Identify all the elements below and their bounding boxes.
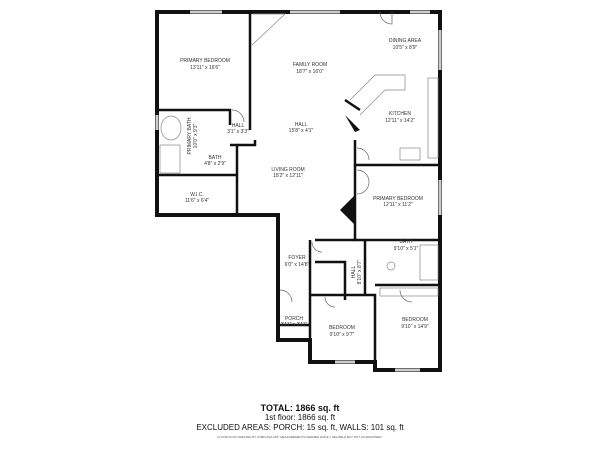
svg-text:BATH: BATH — [209, 155, 222, 161]
windows — [155, 10, 442, 372]
svg-text:11'6" x 6'4": 11'6" x 6'4" — [185, 198, 209, 204]
svg-text:FOYER: FOYER — [288, 255, 306, 261]
svg-text:10'0" x 9'3": 10'0" x 9'3" — [193, 123, 199, 148]
svg-text:12'11" x 14'2": 12'11" x 14'2" — [385, 118, 415, 124]
svg-text:3'11" x 3'11": 3'11" x 3'11" — [281, 322, 308, 328]
svg-text:9'10" x 9'7": 9'10" x 9'7" — [330, 332, 355, 338]
floor-area: 1st floor: 1866 sq. ft — [264, 413, 336, 422]
svg-text:18'2" x 12'11": 18'2" x 12'11" — [273, 173, 303, 179]
svg-text:FAMILY ROOM: FAMILY ROOM — [293, 62, 327, 68]
svg-text:9'10" x 14'9": 9'10" x 14'9" — [401, 324, 429, 330]
interior-walls — [157, 12, 440, 370]
svg-text:KITCHEN: KITCHEN — [389, 111, 411, 117]
total-area: TOTAL: 1866 sq. ft — [260, 403, 340, 413]
svg-text:10'5" x 8'9": 10'5" x 8'9" — [393, 45, 418, 51]
fixtures — [159, 13, 439, 297]
svg-text:W.I.C.: W.I.C. — [190, 192, 204, 198]
room-wic: W.I.C.11'6" x 6'4" — [185, 192, 209, 204]
svg-text:LIVING ROOM: LIVING ROOM — [271, 167, 304, 173]
svg-text:BATH: BATH — [400, 239, 413, 245]
svg-text:4'8" x 2'9": 4'8" x 2'9" — [204, 161, 226, 167]
svg-text:13'11" x 16'6": 13'11" x 16'6" — [190, 65, 220, 71]
svg-text:6'0" x 14'8": 6'0" x 14'8" — [285, 262, 310, 268]
svg-text:18'7" x 16'0": 18'7" x 16'0" — [296, 69, 324, 75]
svg-text:8'10" x 8'7": 8'10" x 8'7" — [357, 259, 363, 284]
svg-text:HALL: HALL — [351, 266, 357, 279]
svg-text:3'1" x 3'3": 3'1" x 3'3" — [227, 129, 249, 135]
svg-text:HALL: HALL — [295, 122, 308, 128]
svg-text:12'11" x 11'2": 12'11" x 11'2" — [383, 202, 413, 208]
svg-text:HALL: HALL — [232, 123, 245, 129]
svg-text:PRIMARY BEDROOM: PRIMARY BEDROOM — [180, 58, 230, 64]
svg-text:PORCH: PORCH — [285, 316, 303, 322]
svg-text:BEDROOM: BEDROOM — [329, 325, 355, 331]
doors — [231, 11, 413, 308]
svg-text:PRIMARY BEDROOM: PRIMARY BEDROOM — [373, 196, 423, 202]
disclaimer: FLOOR PLAN CREATED BY CUBICASA APP. MEAS… — [217, 435, 383, 439]
svg-text:BEDROOM: BEDROOM — [402, 317, 428, 323]
svg-text:DINING AREA: DINING AREA — [389, 38, 422, 44]
svg-text:PRIMARY BATH: PRIMARY BATH — [187, 117, 193, 154]
svg-text:15'8" x 4'1": 15'8" x 4'1" — [289, 128, 314, 134]
excluded-areas: EXCLUDED AREAS: PORCH: 15 sq. ft, WALLS:… — [196, 423, 404, 432]
svg-text:9'10" x 5'1": 9'10" x 5'1" — [394, 246, 419, 252]
